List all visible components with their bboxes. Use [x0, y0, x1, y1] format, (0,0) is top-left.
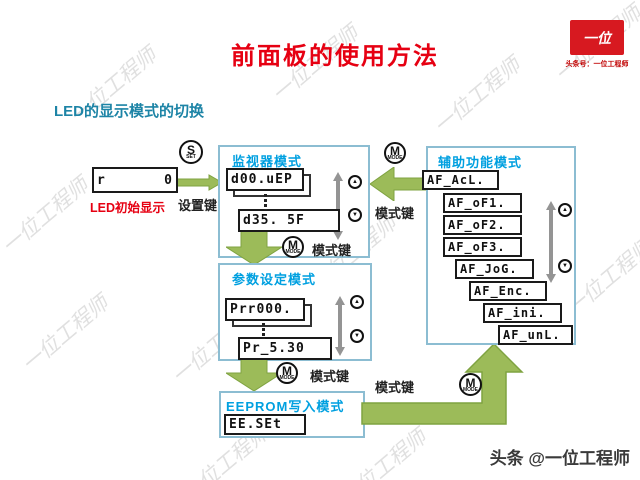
logo-text: 一位: [583, 29, 611, 46]
set-key-sub: SET: [186, 154, 196, 160]
monitor-first-display: d00.uEP: [226, 168, 304, 191]
mode-key-letter: M: [288, 238, 298, 252]
eeprom-display: EE.SEt: [224, 414, 306, 435]
down-icon: ▼: [352, 212, 358, 218]
parameter-mode-title: 参数设定模式: [232, 272, 317, 287]
mode-key-button[interactable]: M MODE: [459, 373, 482, 396]
mode-key-letter: M: [465, 375, 476, 390]
page-title: 前面板的使用方法: [231, 43, 439, 70]
aux-display: AF_oF1.: [443, 193, 522, 213]
watermark-text: 一位工程师: [17, 290, 114, 377]
down-button[interactable]: ▼: [348, 208, 362, 222]
mode-key-sub: MODE: [285, 249, 301, 255]
down-icon: ▼: [562, 263, 568, 269]
eeprom-mode-box: EEPROM写入模式 EE.SEt: [219, 391, 365, 438]
mode-key-letter: M: [282, 364, 292, 378]
initial-led-right: 0: [164, 172, 173, 188]
arrow-monitor-to-parameter-icon: [226, 231, 282, 265]
mode-key-sub: MODE: [387, 155, 403, 161]
footer-credit: 头条 @一位工程师: [489, 449, 630, 468]
scroll-updown-icon: [335, 296, 345, 356]
parameter-first-display: Prr000.: [225, 298, 305, 321]
set-key-label: 设置键: [178, 198, 218, 213]
mode-key-label: 模式键: [375, 206, 415, 221]
initial-led-left: r: [97, 172, 106, 188]
arrow-eeprom-to-auxiliary-icon: [361, 342, 524, 425]
up-icon: ▲: [352, 179, 358, 185]
mode-key-button[interactable]: M MODE: [282, 236, 304, 258]
ellipsis-icon: [264, 194, 267, 210]
up-icon: ▲: [562, 207, 568, 213]
aux-display: AF_ini.: [483, 303, 562, 323]
down-icon: ▼: [354, 333, 360, 339]
set-key-button[interactable]: S SET: [179, 140, 203, 164]
initial-led-label: LED初始显示: [90, 201, 166, 215]
ellipsis-icon: [262, 323, 265, 339]
mode-key-button[interactable]: M MODE: [276, 362, 298, 384]
up-button[interactable]: ▲: [348, 175, 362, 189]
up-button[interactable]: ▲: [558, 203, 572, 217]
arrow-parameter-to-eeprom-icon: [226, 357, 282, 391]
auxiliary-mode-title: 辅助功能模式: [438, 155, 523, 170]
parameter-mode-box: 参数设定模式 Prr000. Pr_5.30 ▲ ▼: [218, 263, 372, 361]
scroll-updown-icon: [546, 201, 556, 283]
down-button[interactable]: ▼: [350, 329, 364, 343]
monitor-last-display: d35. 5F: [238, 209, 340, 232]
mode-key-label: 模式键: [310, 369, 350, 384]
arrow-set-to-monitor-icon: [177, 174, 223, 191]
mode-key-sub: MODE: [463, 386, 478, 393]
aux-display: AF_oF2.: [443, 215, 522, 235]
aux-display: AF_JoG.: [455, 259, 534, 279]
mode-key-label: 模式键: [312, 243, 352, 258]
logo-caption: 头条号：一位工程师: [565, 61, 629, 68]
up-button[interactable]: ▲: [350, 295, 364, 309]
initial-led-display: r 0: [92, 167, 178, 193]
set-key-letter: S: [186, 143, 195, 157]
watermark-text: 一位工程师: [0, 172, 94, 259]
parameter-last-display: Pr_5.30: [238, 337, 332, 360]
aux-display: AF_unL.: [498, 325, 573, 345]
mode-key-label: 模式键: [375, 380, 415, 395]
mode-key-sub: MODE: [279, 375, 295, 381]
aux-display: AF_oF3.: [443, 237, 522, 257]
mode-key-letter: M: [390, 144, 400, 158]
down-button[interactable]: ▼: [558, 259, 572, 273]
up-icon: ▲: [354, 299, 360, 305]
logo: 一位: [570, 20, 624, 55]
monitor-mode-title: 监视器模式: [232, 154, 303, 169]
aux-display: AF_AcL.: [422, 170, 499, 190]
arrow-auxiliary-to-monitor-icon: [370, 167, 426, 201]
mode-key-button[interactable]: M MODE: [384, 142, 406, 164]
section-subtitle: LED的显示模式的切换: [54, 103, 205, 120]
aux-display: AF_Enc.: [469, 281, 547, 301]
eeprom-mode-title: EEPROM写入模式: [226, 399, 345, 414]
